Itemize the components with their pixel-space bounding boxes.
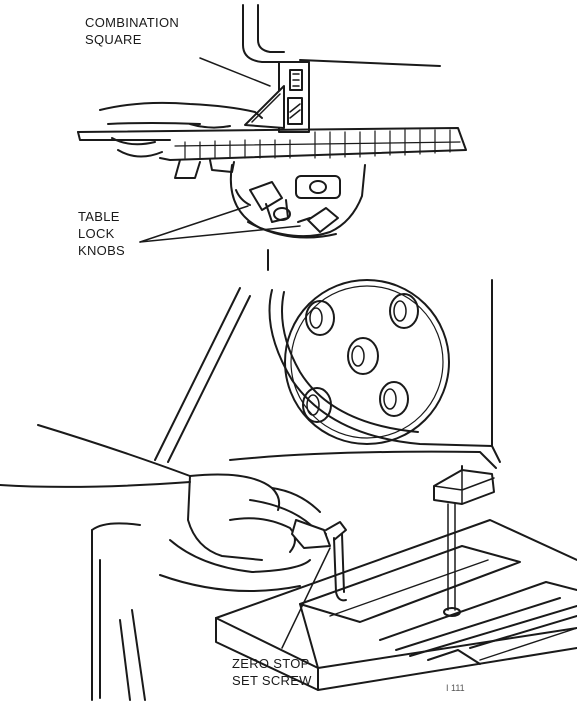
combination-square-label: COMBINATION SQUARE [85,14,179,48]
upper-frame [242,4,441,67]
zero-stop-set-screw-label-line-1: ZERO STOP [232,656,310,671]
trunnion [229,164,366,239]
zero-stop-set-screw-label: ZERO STOP SET SCREW [232,655,312,689]
combination-square-label-line-2: SQUARE [85,32,142,47]
hand-top [99,101,263,158]
wheel [284,279,450,445]
zero-stop-set-screw-label-line-2: SET SCREW [232,673,312,688]
lock-knobs [249,181,339,233]
saw-frame-lower [154,249,501,463]
figure-mark: I 111 [446,683,465,693]
blade-guide [229,450,497,611]
table-lock-knobs-label-line-2: LOCK [78,226,115,241]
combination-square-label-line-1: COMBINATION [85,15,180,30]
table-lock-knobs-label: TABLE LOCK KNOBS [78,208,125,259]
table-lock-knobs-label-line-3: KNOBS [78,243,126,258]
top-table [77,127,467,179]
lower-table [215,519,577,691]
table-lock-knobs-label-line-1: TABLE [78,209,120,224]
combination-square [244,61,310,133]
leader-lines [139,57,331,649]
base-housing [91,522,146,701]
hand-lower [0,424,327,592]
